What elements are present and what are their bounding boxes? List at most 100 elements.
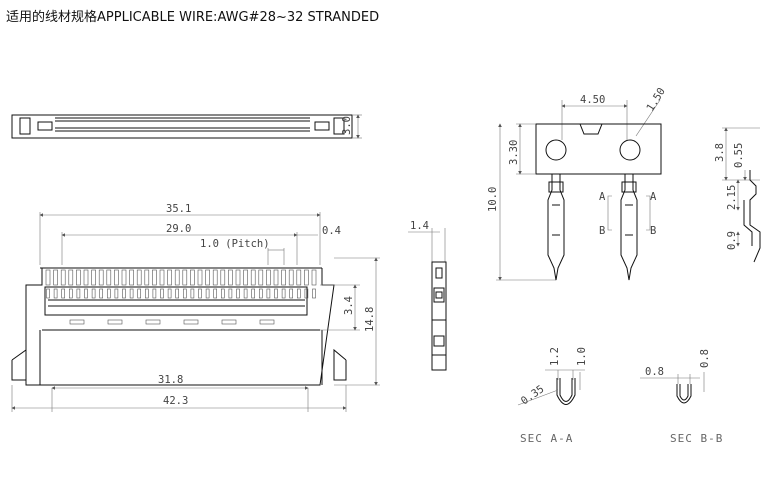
dim-side-width: 1.4	[410, 220, 429, 232]
contact-slot	[69, 288, 73, 299]
contact-slot	[61, 288, 66, 299]
contact-pin	[60, 269, 66, 286]
contact-pin	[174, 269, 180, 286]
side-profile: 3.8 0.55 2.15 0.9	[714, 127, 761, 263]
contact-slot	[251, 288, 255, 299]
contact-slot	[91, 288, 96, 299]
contact-slot	[243, 288, 248, 299]
terminal-view: 4.50 1.50 3.30 10.0 A A B B	[487, 86, 668, 281]
contact-pin	[136, 269, 142, 286]
contact-slot	[129, 288, 134, 299]
front-view: 35.1 29.0 1.0 (Pitch) 0.4	[11, 203, 380, 412]
contact-pin	[114, 269, 119, 286]
contact-slot	[152, 288, 157, 299]
contact-slot	[160, 288, 164, 299]
contact-pin	[266, 269, 271, 286]
dim-top-height: 3.0	[341, 116, 353, 135]
contact-pin	[243, 269, 248, 286]
dim-pitch: 1.0 (Pitch)	[200, 238, 270, 250]
contact-pin	[250, 269, 256, 286]
contact-pin	[159, 269, 165, 286]
dim-term-length: 10.0	[487, 187, 499, 212]
contact-slot	[183, 288, 187, 299]
dim-sec-a-1-2: 1.2	[549, 347, 561, 366]
contact-pin	[91, 269, 96, 286]
contact-slot	[281, 288, 286, 299]
contact-slot	[258, 288, 263, 299]
side-view: 1.4	[408, 220, 447, 371]
contact-slot	[53, 288, 58, 299]
section-a-a: 1.2 1.0 0.35 SEC A-A	[517, 347, 588, 445]
contact-pin	[144, 269, 150, 286]
front-pins	[45, 269, 317, 299]
contact-pin	[152, 269, 157, 286]
contact-pin	[273, 269, 279, 286]
contact-slot	[107, 288, 111, 299]
marker-a-left: A	[599, 191, 606, 203]
contact-slot	[198, 288, 202, 299]
contact-slot	[122, 288, 126, 299]
contact-pin	[45, 269, 51, 286]
contact-slot	[76, 288, 81, 299]
contact-slot	[175, 288, 179, 299]
contact-slot	[137, 288, 141, 299]
dim-term-top: 3.30	[508, 140, 520, 165]
contact-pin	[182, 269, 188, 286]
contact-slot	[114, 288, 119, 299]
contact-slot	[236, 288, 240, 299]
contact-pin	[212, 269, 218, 286]
contact-slot	[304, 288, 309, 299]
dim-overall-height: 14.8	[364, 307, 376, 332]
contact-slot	[167, 288, 172, 299]
page-title: 适用的线材规格APPLICABLE WIRE:AWG#28~32 STRANDE…	[6, 10, 380, 25]
marker-b-right: B	[650, 225, 656, 237]
dim-sec-b-0-8a: 0.8	[645, 366, 664, 378]
dim-sec-a-1-0: 1.0	[576, 347, 588, 366]
dim-body-width: 31.8	[158, 374, 183, 386]
dim-sec-a-r: 0.35	[519, 383, 547, 407]
contact-pin	[220, 269, 226, 286]
dim-offset: 0.4	[322, 225, 341, 237]
contact-slot	[296, 288, 301, 299]
contact-pin	[121, 269, 127, 286]
contact-slot	[46, 288, 50, 299]
contact-slot	[84, 288, 88, 299]
contact-pin	[311, 269, 317, 286]
dim-side-0-55: 0.55	[733, 143, 745, 168]
contact-pin	[68, 269, 74, 286]
dim-total-width: 42.3	[163, 395, 188, 407]
contact-pin	[228, 269, 233, 286]
contact-pin	[167, 269, 172, 286]
contact-slot	[312, 288, 316, 299]
contact-slot	[205, 288, 210, 299]
dim-term-spacing: 4.50	[580, 94, 605, 106]
contact-slot	[145, 288, 149, 299]
contact-pin	[129, 269, 134, 286]
dim-side-3-8: 3.8	[714, 143, 726, 162]
contact-slot	[266, 288, 271, 299]
dim-contact-span: 29.0	[166, 223, 191, 235]
contact-pin	[258, 269, 264, 286]
section-b-b: 0.8 0.8 SEC B-B	[640, 349, 722, 445]
contact-slot	[228, 288, 233, 299]
contact-pin	[106, 269, 112, 286]
contact-pin	[197, 269, 203, 286]
dim-side-2-15: 2.15	[726, 185, 738, 210]
contact-pin	[304, 269, 309, 286]
contact-slot	[221, 288, 225, 299]
contact-pin	[281, 269, 286, 286]
contact-slot	[99, 288, 103, 299]
dim-inner-height: 3.4	[343, 296, 355, 315]
contact-pin	[76, 269, 81, 286]
dim-sec-b-0-8b: 0.8	[699, 349, 711, 368]
contact-pin	[98, 269, 104, 286]
marker-b-left: B	[599, 225, 605, 237]
contact-slot	[274, 288, 278, 299]
contact-pin	[205, 269, 210, 286]
contact-pin	[83, 269, 89, 286]
marker-a-right: A	[650, 191, 657, 203]
contact-pin	[235, 269, 241, 286]
dim-term-hole: 1.50	[644, 86, 668, 114]
contact-pin	[288, 269, 294, 286]
